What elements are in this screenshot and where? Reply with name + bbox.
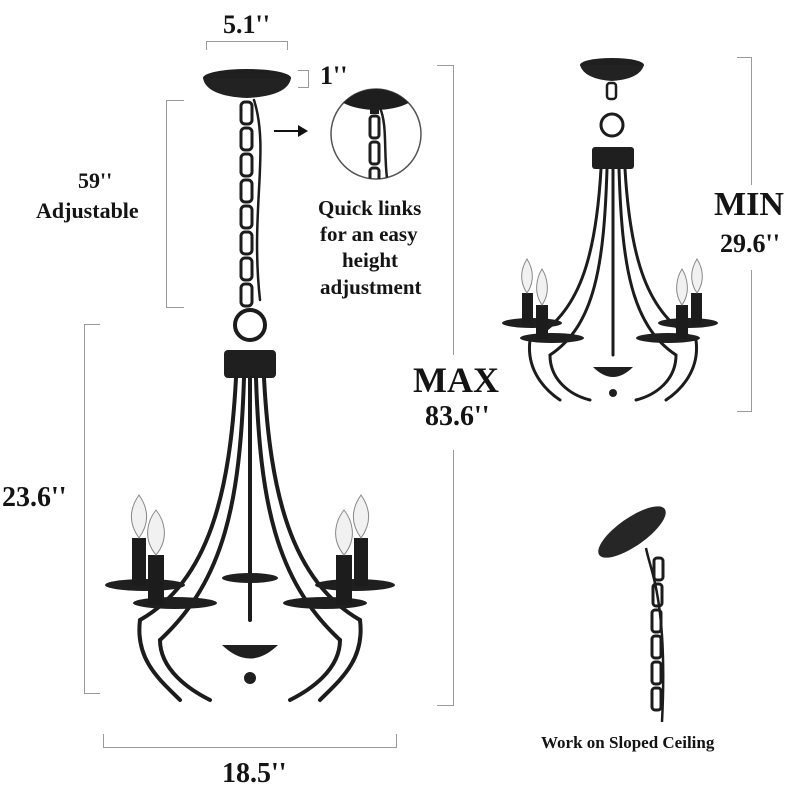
body-width-tick-right bbox=[396, 734, 397, 748]
chandelier-main-image bbox=[105, 69, 395, 702]
canopy-width-label: 5.1'' bbox=[223, 10, 270, 39]
chain-line-top bbox=[166, 100, 184, 101]
min-line-lower bbox=[751, 270, 752, 412]
quick-links-line-1: Quick links bbox=[318, 196, 422, 220]
chain-adjustable-label: Adjustable bbox=[36, 198, 139, 223]
max-label: MAX bbox=[413, 360, 499, 400]
max-value: 83.6'' bbox=[425, 401, 490, 432]
quick-links-line-2: for an easy bbox=[320, 222, 418, 246]
canopy-height-line bbox=[308, 70, 309, 88]
min-label: MIN bbox=[714, 186, 784, 223]
min-line-top bbox=[737, 57, 752, 58]
chandelier-min-image bbox=[502, 58, 718, 402]
body-height-line bbox=[84, 324, 85, 694]
max-line-upper bbox=[453, 65, 454, 355]
body-height-line-bottom bbox=[84, 693, 100, 694]
canopy-height-line-bottom bbox=[298, 87, 308, 88]
arrow-right-icon bbox=[274, 125, 308, 137]
min-value: 29.6'' bbox=[720, 229, 780, 258]
chain-length-label: 59'' bbox=[78, 168, 113, 193]
body-height-label: 23.6'' bbox=[2, 482, 67, 513]
quick-links-line-4: adjustment bbox=[320, 275, 422, 299]
canopy-width-tick-right bbox=[287, 41, 288, 50]
body-width-tick-left bbox=[103, 734, 104, 748]
body-width-label: 18.5'' bbox=[222, 758, 287, 789]
sloped-ceiling-label: Work on Sloped Ceiling bbox=[541, 733, 715, 752]
chain-line bbox=[166, 100, 167, 308]
canopy-height-label: 1'' bbox=[320, 61, 348, 90]
sloped-ceiling-canopy-image bbox=[598, 506, 666, 723]
min-line-bottom bbox=[737, 411, 752, 412]
quick-link-detail-circle bbox=[330, 88, 422, 180]
chain-line-bottom bbox=[166, 307, 184, 308]
max-line-lower bbox=[453, 450, 454, 706]
body-width-line bbox=[103, 747, 396, 748]
max-line-top bbox=[437, 65, 453, 66]
max-line-bottom bbox=[437, 705, 453, 706]
canopy-height-line-top bbox=[298, 70, 308, 71]
body-height-line-top bbox=[84, 324, 100, 325]
min-line-upper bbox=[751, 57, 752, 185]
canopy-width-tick-left bbox=[206, 41, 207, 50]
canopy-width-line bbox=[206, 41, 288, 42]
quick-links-line-3: height bbox=[342, 248, 399, 272]
